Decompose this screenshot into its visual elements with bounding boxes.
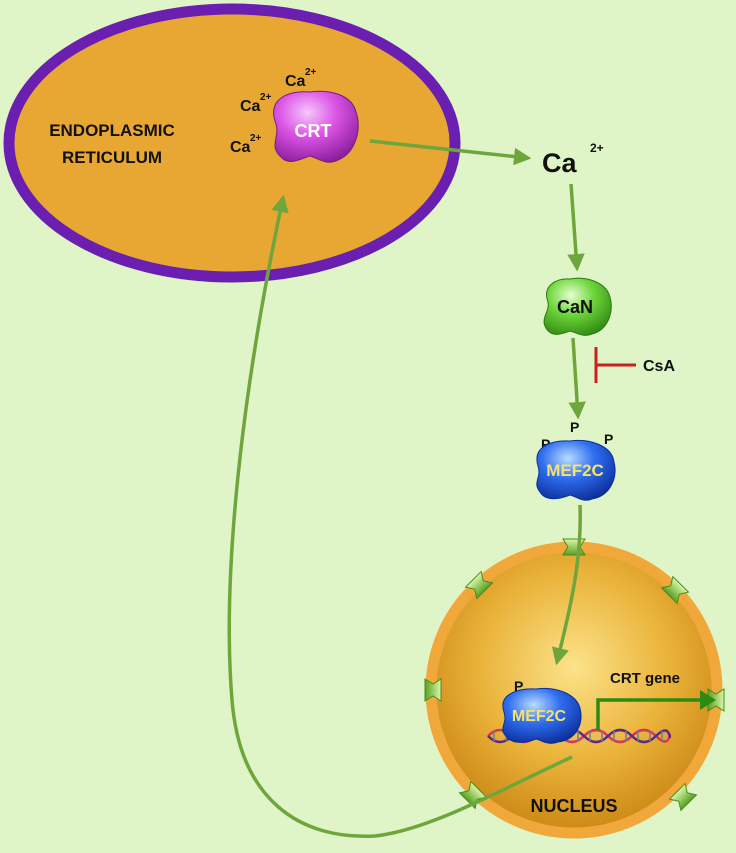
svg-text:Ca: Ca (542, 148, 577, 178)
csa-label: CsA (643, 358, 675, 375)
ca-ion-3: Ca 2+ (230, 133, 262, 156)
phospho-label-1: P (541, 436, 550, 452)
can-label: CaN (557, 297, 593, 317)
arrow-crt-to-ca (369, 139, 532, 166)
svg-text:2+: 2+ (260, 92, 272, 103)
phospho-label-3: P (604, 431, 613, 447)
crt-label: CRT (295, 121, 332, 141)
mef2c-protein-nucleus (502, 687, 582, 744)
svg-text:Ca: Ca (230, 139, 251, 156)
ca-ion-1: Ca 2+ (285, 67, 317, 90)
svg-text:2+: 2+ (250, 133, 262, 144)
arrow-ca-to-can (567, 183, 585, 272)
phospho-label-nucleus: P (514, 678, 523, 694)
can-protein (543, 277, 612, 336)
crt-protein (273, 90, 359, 163)
crt-gene-label: CRT gene (610, 670, 680, 687)
er-label-line2: RETICULUM (62, 148, 162, 167)
mef2c-protein-cytosol (536, 439, 616, 501)
svg-text:2+: 2+ (305, 67, 317, 78)
ca-ion-2: Ca 2+ (240, 92, 272, 115)
er-label-line1: ENDOPLASMIC (49, 121, 175, 140)
nuclear-pore-2 (464, 570, 494, 600)
mef2c-label-nucleus: MEF2C (512, 708, 567, 725)
nuclear-pore-4 (424, 678, 442, 702)
feedback-arrow-to-crt (227, 194, 573, 838)
mef2c-label-cytosol: MEF2C (546, 461, 604, 480)
cytosolic-ca-ion: Ca 2+ (542, 141, 604, 178)
transcription-arrow (596, 698, 700, 730)
arrow-can-to-mef2c (568, 337, 586, 420)
svg-text:Ca: Ca (285, 73, 306, 90)
endoplasmic-reticulum (3, 3, 461, 283)
nucleus-label: NUCLEUS (530, 796, 617, 816)
arrow-mef2c-to-nucleus (551, 504, 582, 666)
svg-text:2+: 2+ (590, 141, 604, 155)
svg-text:Ca: Ca (240, 98, 261, 115)
transcription-arrowhead (700, 690, 716, 710)
phospho-label-2: P (570, 419, 579, 435)
nuclear-pore-3 (660, 575, 690, 605)
nuclear-pore-7 (668, 782, 698, 812)
